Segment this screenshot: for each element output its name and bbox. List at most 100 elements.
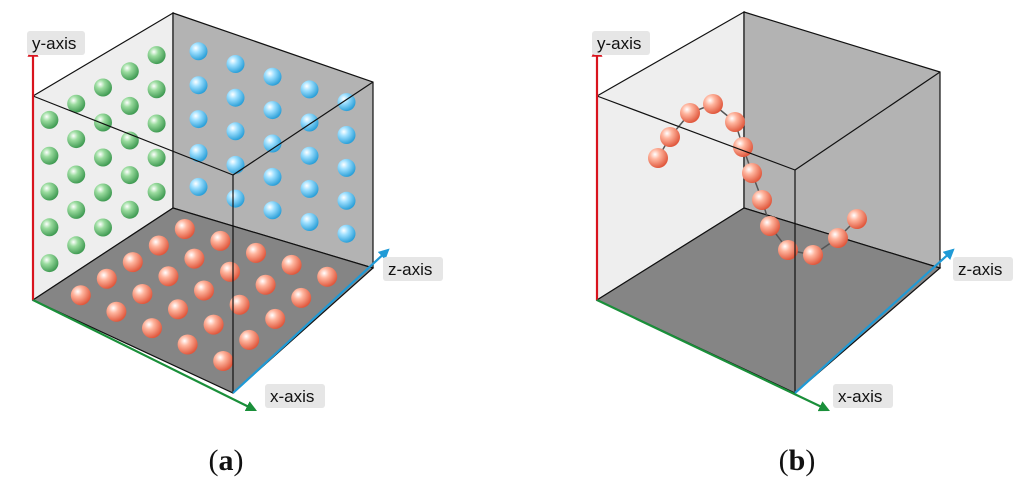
- green-sphere: [94, 148, 112, 167]
- green-sphere: [147, 114, 166, 133]
- red-sphere: [174, 219, 195, 239]
- red-sphere: [96, 268, 117, 289]
- blue-sphere: [263, 167, 282, 186]
- blue-sphere: [263, 67, 282, 86]
- red-sphere: [203, 314, 224, 335]
- red-sphere-grid: [70, 219, 338, 371]
- green-sphere: [67, 200, 86, 219]
- green-sphere: [67, 94, 86, 113]
- green-sphere: [40, 182, 59, 201]
- red-sphere: [239, 329, 260, 350]
- z-axis-arrow: [794, 248, 955, 394]
- red-sphere: [229, 294, 250, 315]
- x-axis-arrow: [596, 299, 830, 412]
- cube-front-edges: [32, 81, 374, 393]
- red-sphere: [142, 318, 162, 339]
- caption-b: (b): [779, 444, 816, 477]
- red-sphere: [291, 287, 312, 308]
- chain-bead: [660, 127, 680, 147]
- red-sphere: [122, 252, 143, 273]
- blue-sphere: [263, 201, 282, 220]
- blue-sphere: [226, 189, 245, 208]
- green-sphere: [40, 146, 59, 165]
- blue-sphere: [300, 80, 319, 99]
- red-sphere: [220, 261, 240, 282]
- chain-bead: [828, 228, 848, 248]
- blue-sphere: [189, 110, 208, 129]
- green-sphere: [147, 148, 166, 167]
- chain-bead: [752, 190, 772, 210]
- green-sphere: [67, 236, 86, 255]
- chain-bead: [847, 209, 867, 229]
- blue-sphere: [189, 144, 208, 162]
- blue-sphere: [337, 224, 356, 243]
- green-sphere: [67, 165, 86, 184]
- blue-sphere: [189, 177, 208, 196]
- red-sphere: [213, 351, 234, 371]
- red-sphere: [106, 301, 127, 322]
- chain-bead: [648, 148, 668, 168]
- green-sphere: [94, 113, 112, 132]
- red-sphere: [194, 280, 214, 301]
- blue-sphere: [189, 42, 208, 61]
- blue-sphere: [226, 55, 245, 73]
- z-axis-label: z-axis: [388, 260, 432, 279]
- red-sphere: [132, 284, 153, 304]
- red-sphere: [168, 299, 188, 320]
- red-sphere: [255, 274, 276, 295]
- blue-sphere: [226, 122, 245, 141]
- chain-bead: [778, 240, 798, 260]
- blue-sphere: [226, 155, 245, 174]
- blue-sphere: [189, 76, 208, 95]
- panel-a: y-axis z-axis x-axis (a): [27, 11, 443, 477]
- blue-sphere: [263, 134, 282, 153]
- caption-a: (a): [209, 444, 244, 477]
- red-sphere: [70, 285, 91, 306]
- blue-sphere: [300, 146, 319, 165]
- chain-bead: [733, 137, 753, 157]
- red-sphere: [177, 334, 198, 355]
- chain-bead: [703, 94, 723, 114]
- z-axis-label: z-axis: [958, 260, 1002, 279]
- green-sphere: [40, 254, 59, 273]
- blue-sphere: [337, 126, 356, 144]
- blue-sphere: [337, 191, 356, 210]
- floor: [31, 207, 375, 394]
- green-sphere: [147, 182, 166, 201]
- x-axis-label: x-axis: [838, 387, 882, 406]
- blue-sphere: [337, 158, 356, 177]
- green-sphere: [120, 166, 139, 185]
- blue-sphere: [300, 213, 319, 231]
- red-sphere: [246, 242, 266, 263]
- red-sphere: [265, 308, 286, 329]
- panel-b: y-axis z-axis x-axis (b): [591, 10, 1013, 477]
- red-sphere: [148, 235, 169, 256]
- red-sphere: [184, 248, 205, 269]
- green-sphere: [67, 130, 86, 149]
- red-sphere: [158, 266, 179, 287]
- y-axis-label: y-axis: [597, 34, 641, 53]
- red-sphere: [281, 254, 302, 275]
- blue-sphere: [300, 179, 319, 198]
- green-sphere: [40, 110, 59, 129]
- green-sphere: [147, 46, 166, 65]
- blue-sphere-grid: [189, 42, 356, 243]
- chain-bead: [803, 245, 823, 265]
- chain-bead: [742, 163, 762, 183]
- chain-bead: [680, 103, 700, 123]
- green-sphere: [94, 218, 112, 237]
- red-sphere: [210, 230, 231, 251]
- blue-sphere: [226, 88, 245, 107]
- x-axis-label: x-axis: [270, 387, 314, 406]
- green-sphere: [120, 96, 139, 115]
- green-sphere: [94, 78, 112, 97]
- blue-sphere: [337, 93, 356, 112]
- z-axis-arrow: [232, 248, 390, 394]
- green-sphere: [120, 200, 139, 219]
- x-axis-arrow: [32, 299, 257, 412]
- cube-front-edges: [596, 71, 941, 393]
- blue-sphere: [263, 101, 282, 120]
- chain-bead: [760, 216, 780, 236]
- green-sphere-grid: [40, 46, 166, 273]
